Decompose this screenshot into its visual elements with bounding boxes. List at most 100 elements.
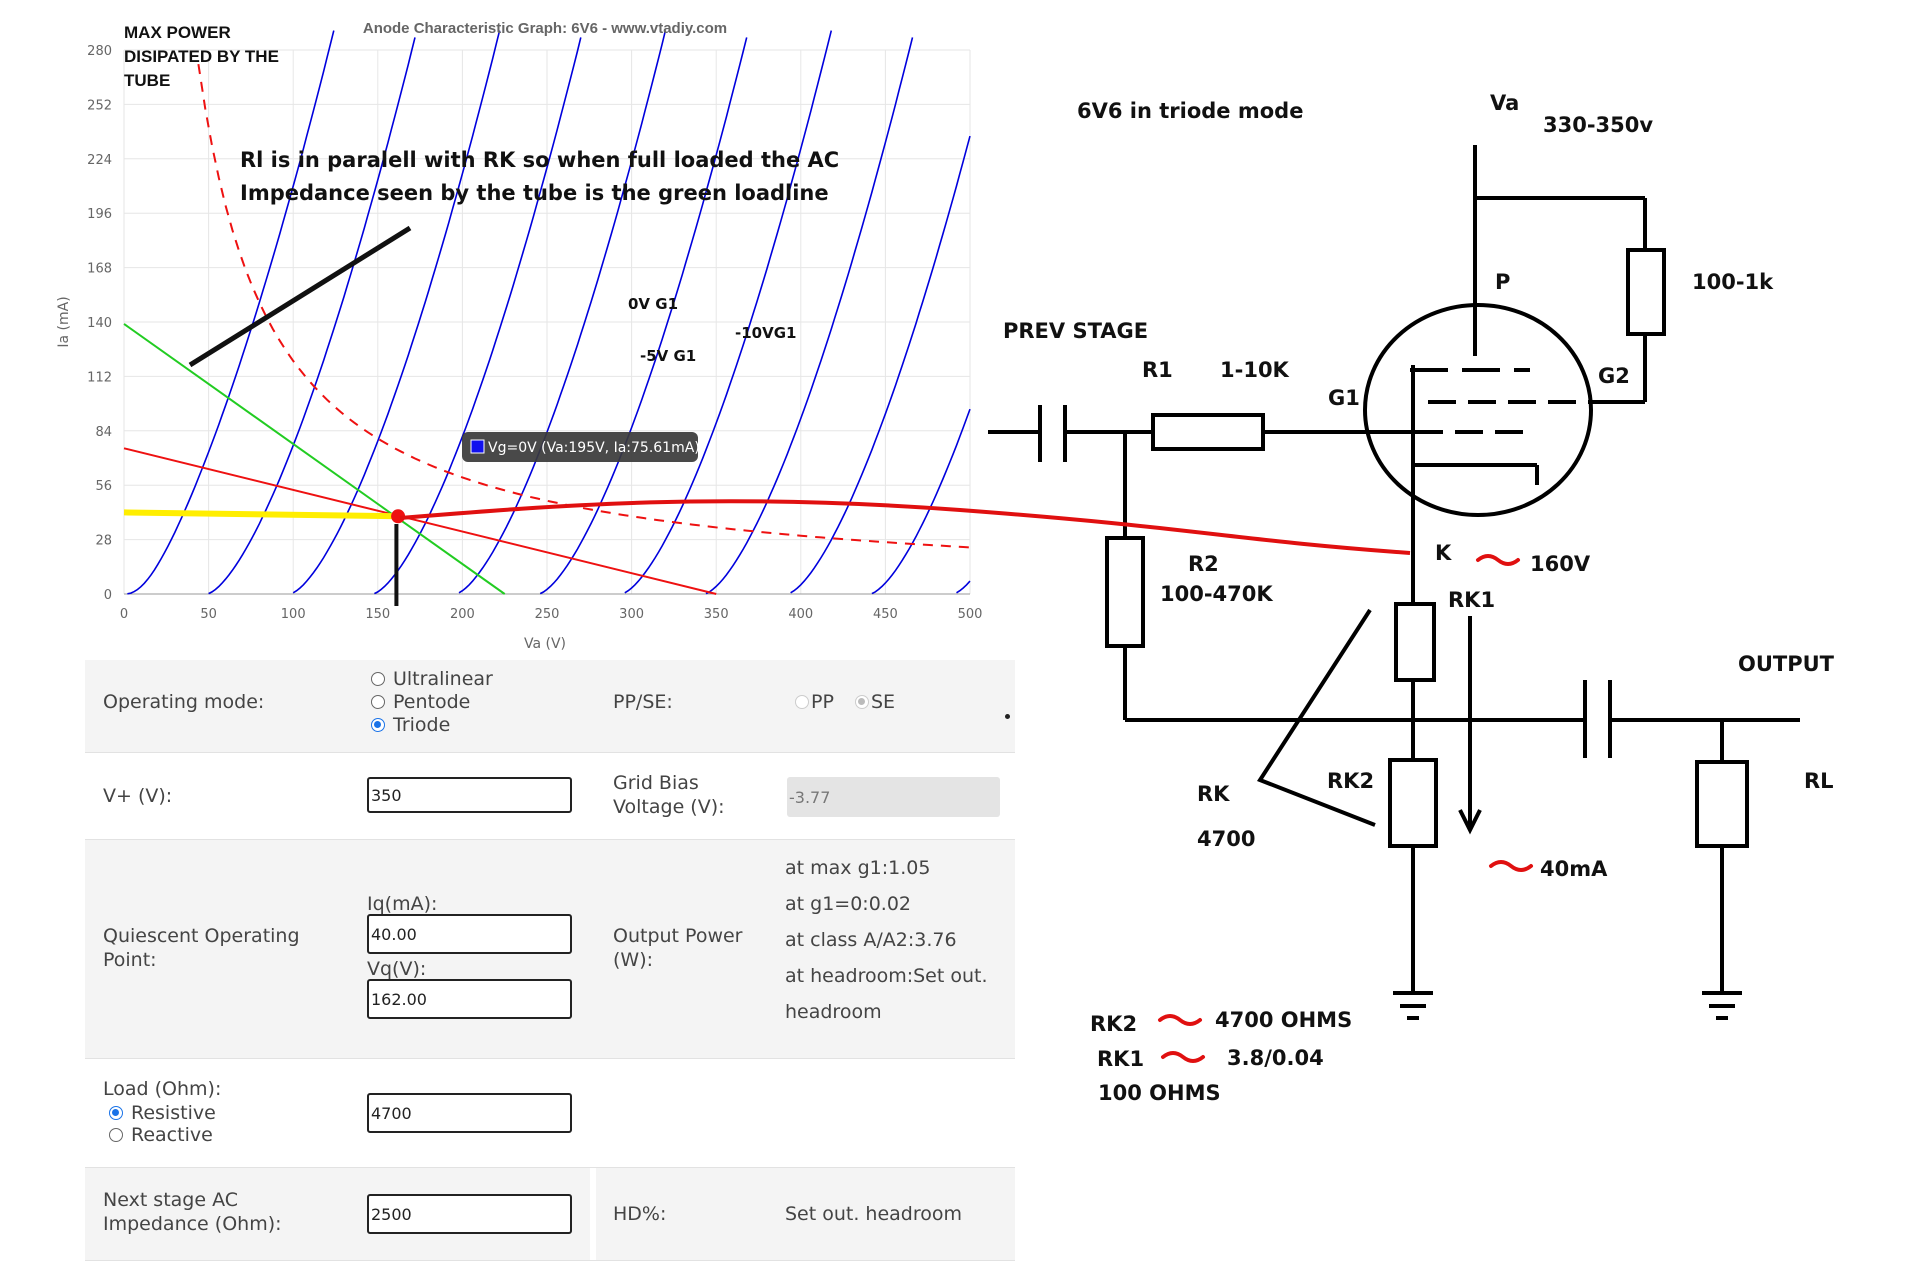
plate-curve [956, 580, 971, 594]
row-vplus: V+ (V): Grid Bias Voltage (V): [85, 753, 1015, 840]
load-reactive-label: Reactive [131, 1124, 213, 1146]
current-label: 40mA [1540, 857, 1608, 881]
r2-value: 100-470K [1160, 582, 1273, 606]
max-power-note-2: DISIPATED BY THE [124, 47, 279, 66]
output-power-label-2: (W): [613, 949, 654, 971]
note-rk1-value: 3.8/0.04 [1227, 1046, 1324, 1070]
x-tick-label: 200 [450, 607, 475, 622]
radio-icon [795, 695, 809, 709]
x-tick-label: 500 [958, 607, 983, 622]
next-stage-input[interactable] [367, 1194, 572, 1234]
x-tick-label: 250 [535, 607, 560, 622]
curve-label-5v: -5V G1 [640, 347, 696, 365]
mode-pentode-label: Pentode [393, 691, 471, 713]
rk2-label: RK2 [1327, 769, 1374, 793]
output-power-class-a: at class A/A2:3.76 [785, 929, 957, 951]
mode-pentode[interactable]: Pentode [371, 691, 470, 713]
row-divider-gap [590, 1168, 596, 1260]
rk-value: 4700 [1197, 827, 1255, 851]
calculator-panel: Operating mode: Ultralinear Pentode Trio… [85, 660, 1015, 1261]
annotation-arrow-line [188, 225, 412, 368]
r1-value: 1-10K [1220, 358, 1290, 382]
rl-resistor [1695, 760, 1749, 848]
r2-label: R2 [1188, 552, 1219, 576]
grid-bias-label-2: Voltage (V): [613, 796, 725, 818]
cathode-voltage: 160V [1530, 552, 1591, 576]
hd-value: Set out. headroom [785, 1203, 963, 1225]
mode-ultralinear[interactable]: Ultralinear [371, 668, 493, 690]
x-tick-label: 150 [365, 607, 390, 622]
mode-triode-label: Triode [393, 714, 451, 736]
cathode-label: K [1435, 541, 1452, 565]
g1-label: G1 [1328, 386, 1360, 410]
plate-curve [127, 30, 335, 595]
load-note-1: Rl is in paralell with RK so when full l… [240, 148, 839, 172]
y-tick-label: 84 [95, 425, 112, 440]
rk2-resistor [1388, 758, 1438, 848]
g2-label: G2 [1598, 364, 1630, 388]
x-tick-label: 400 [788, 607, 813, 622]
load-note-2: Impedance seen by the tube is the green … [240, 181, 829, 205]
grid-bias-label-1: Grid Bias [613, 772, 699, 794]
iq-label: Iq(mA): [367, 893, 438, 915]
plate-label: P [1495, 270, 1510, 294]
rk-label: RK [1197, 782, 1230, 806]
y-tick-label: 168 [87, 262, 112, 277]
se-label: SE [871, 691, 896, 713]
row-load: Load (Ohm): Resistive Reactive [85, 1059, 1015, 1168]
y-tick-label: 196 [87, 207, 112, 222]
grid-bias-field [787, 777, 1000, 817]
r1-label: R1 [1142, 358, 1173, 382]
radio-icon [109, 1128, 123, 1142]
pp-label: PP [811, 691, 834, 713]
mode-triode[interactable]: Triode [371, 714, 450, 736]
row-next-stage: Next stage AC Impedance (Ohm): HD%: Set … [85, 1168, 1015, 1261]
load-reactive[interactable]: Reactive [109, 1124, 213, 1146]
se-radio[interactable]: SE [855, 691, 895, 713]
row-operating-mode: Operating mode: Ultralinear Pentode Trio… [85, 660, 1015, 753]
y-tick-label: 224 [87, 153, 112, 168]
max-power-note-1: MAX POWER [124, 23, 231, 42]
note-rk2-value: 4700 OHMS [1215, 1008, 1352, 1032]
screen-resistor [1626, 248, 1666, 336]
rl-label: RL [1804, 769, 1834, 793]
pp-radio[interactable]: PP [795, 691, 834, 713]
load-label: Load (Ohm): [103, 1078, 222, 1100]
x-tick-label: 100 [281, 607, 306, 622]
y-tick-label: 112 [87, 370, 112, 385]
schematic-title: 6V6 in triode mode [1077, 99, 1303, 123]
radio-selected-icon [855, 695, 869, 709]
x-tick-label: 450 [873, 607, 898, 622]
y-tick-label: 28 [95, 534, 112, 549]
ppse-label: PP/SE: [613, 691, 673, 713]
next-stage-label-1: Next stage AC [103, 1189, 239, 1211]
y-tick-label: 140 [87, 316, 112, 331]
r2-resistor [1105, 536, 1145, 648]
y-axis-label: Ia (mA) [56, 296, 72, 347]
mode-ultralinear-label: Ultralinear [393, 668, 493, 690]
radio-icon [371, 672, 385, 686]
output-power-max-g1: at max g1:1.05 [785, 857, 931, 879]
quiescent-label-1: Quiescent Operating [103, 925, 300, 947]
note-rk2-name: RK2 [1090, 1012, 1137, 1036]
max-power-note-3: TUBE [124, 71, 170, 90]
rk1-resistor [1394, 602, 1436, 682]
radio-icon [371, 695, 385, 709]
load-resistive[interactable]: Resistive [109, 1102, 216, 1124]
x-tick-label: 350 [704, 607, 729, 622]
load-resistive-label: Resistive [131, 1102, 216, 1124]
load-input[interactable] [367, 1093, 572, 1133]
iq-input[interactable] [367, 914, 572, 954]
dot-marker [1005, 714, 1010, 719]
bias-line [123, 509, 399, 520]
va-range: 330-350v [1543, 113, 1653, 137]
vplus-input[interactable] [367, 777, 572, 813]
chart-tooltip: Vg=0V (Va:195V, Ia:75.61mA) [462, 432, 700, 462]
y-tick-label: 252 [87, 98, 112, 113]
tube-envelope [1363, 303, 1593, 517]
va-label: Va [1490, 91, 1519, 115]
vq-input[interactable] [367, 979, 572, 1019]
rk1-label: RK1 [1448, 588, 1495, 612]
